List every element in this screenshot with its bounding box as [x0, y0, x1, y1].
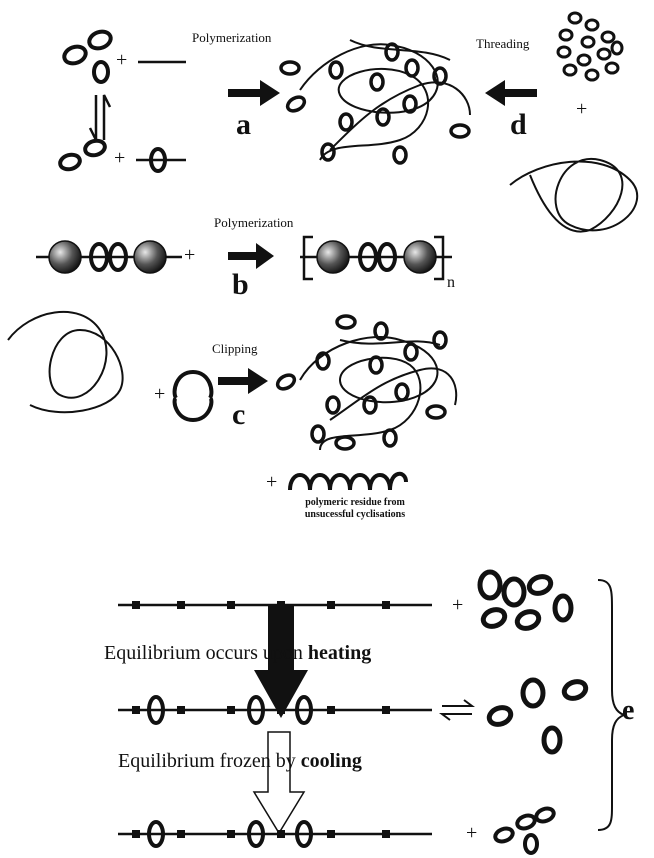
- open-ring-clip-icon: [172, 370, 194, 422]
- heating-arrow-icon: [254, 605, 308, 718]
- cooling-arrow-icon: [252, 731, 306, 835]
- polymer-residue-wave: [288, 471, 408, 491]
- ring-icon: [58, 152, 82, 172]
- section-a-reactants: [58, 29, 186, 173]
- plus-e-top: +: [452, 594, 464, 616]
- label-polymerization-a: Polymerization: [192, 30, 272, 45]
- cooling-text: Equilibrium frozen by: [118, 750, 301, 772]
- label-letter-c: c: [232, 398, 246, 431]
- equilibrium-arrow-icon: [102, 94, 112, 140]
- label-letter-d: d: [510, 108, 527, 141]
- free-rings-cluster-e-top: [477, 569, 574, 631]
- polyrotaxane-network-c: [275, 314, 458, 451]
- brace-e: [597, 579, 627, 831]
- arrow-d-icon: [485, 80, 537, 106]
- arrow-a-icon: [228, 80, 280, 106]
- polyrotaxane-network-a: [279, 39, 471, 165]
- cooling-bold: cooling: [300, 750, 362, 772]
- ring-icon: [149, 147, 167, 173]
- free-rings-cluster-e-bottom: [493, 806, 556, 855]
- subscript-n: n: [447, 274, 455, 291]
- free-rings-cluster-e-middle: [486, 677, 589, 755]
- section-b-monomer: [36, 240, 182, 274]
- label-threading: Threading: [476, 36, 530, 51]
- axle-with-stations-bottom: [118, 820, 432, 848]
- plus-residue: +: [266, 471, 278, 493]
- plus-a-top: +: [116, 49, 128, 71]
- plus-d: +: [576, 98, 588, 120]
- residue-caption-line1: polymeric residue from: [305, 497, 405, 508]
- label-letter-a: a: [236, 108, 251, 141]
- label-polymerization-b: Polymerization: [214, 215, 294, 230]
- polymer-coil-c: [7, 310, 124, 414]
- polymer-coil-d: [509, 157, 639, 233]
- plus-b: +: [184, 244, 196, 266]
- arrow-c-icon: [218, 368, 268, 394]
- ring-icon: [83, 138, 107, 158]
- section-b-polymer: [300, 235, 452, 281]
- label-letter-b: b: [232, 268, 249, 301]
- arrow-b-icon: [228, 243, 274, 269]
- equilibrium-arrow-icon: [88, 95, 98, 141]
- plus-e-bottom: +: [466, 822, 478, 844]
- ring-icon: [62, 44, 88, 66]
- residue-caption: polymeric residue from unsucessful cycli…: [290, 497, 420, 521]
- heating-caption: Equilibrium occurs upon heating: [104, 642, 371, 665]
- heating-bold: heating: [307, 642, 372, 664]
- cooling-caption: Equilibrium frozen by cooling: [118, 750, 362, 773]
- plus-a-bottom: +: [114, 147, 126, 169]
- free-rings-cluster-d: [556, 11, 624, 82]
- residue-caption-line2: unsucessful cyclisations: [304, 509, 406, 520]
- ring-icon: [92, 60, 110, 84]
- label-letter-e: e: [622, 695, 635, 726]
- plus-c: +: [154, 383, 166, 405]
- axle-with-stations-middle: [118, 695, 432, 725]
- equilibrium-arrows-icon: [439, 699, 475, 721]
- label-clipping: Clipping: [212, 341, 258, 356]
- ring-icon: [87, 29, 113, 51]
- heating-text: Equilibrium occurs upon: [104, 642, 308, 664]
